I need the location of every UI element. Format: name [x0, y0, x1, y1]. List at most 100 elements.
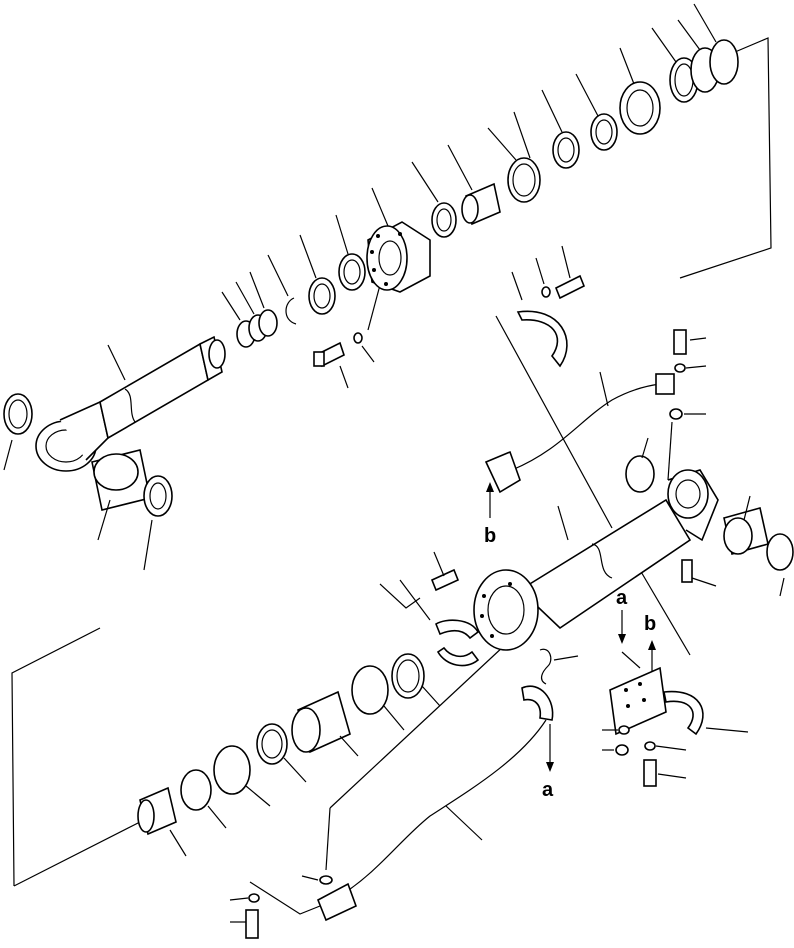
clamp-guide-line — [495, 315, 613, 529]
leader-bracket-clamp — [705, 727, 749, 733]
head-o-ring-inner — [436, 208, 452, 232]
lower-hose-assembly: a — [229, 648, 579, 939]
piston-ring-1 — [552, 131, 580, 169]
hose-fitting-left — [484, 450, 521, 494]
bracket-clamp — [663, 690, 704, 736]
hose-fitting-right — [655, 373, 675, 395]
leader-lower-clamp-2 — [399, 579, 431, 621]
fitting-washer — [674, 363, 686, 373]
bearing-ring — [308, 277, 336, 315]
leader-cylinder-tube — [557, 505, 569, 541]
hose-bracket-plate — [609, 666, 667, 736]
piston-rod-assembly — [3, 335, 226, 571]
bracket-hole-4 — [642, 698, 646, 702]
rod-seal — [338, 253, 366, 291]
bracket-nut — [615, 744, 629, 756]
lower-bushing-face — [137, 799, 155, 833]
frame-line-lower-left — [11, 627, 101, 887]
lower-hose-fitting — [316, 882, 358, 922]
backup-ring-1-inner — [512, 163, 536, 197]
leader-lower-piston — [339, 735, 359, 757]
leader-snap-ring — [267, 254, 289, 297]
head-washer — [353, 332, 363, 344]
leader-fitting-bolt — [689, 337, 707, 341]
frame-line-upper-right — [679, 37, 772, 279]
clamp-washer — [541, 286, 551, 298]
fitting-guide-line — [667, 421, 673, 481]
upper-clamp-set — [511, 245, 586, 368]
leader-dust-seal-left — [3, 439, 13, 471]
grease-fitting — [681, 559, 693, 583]
bracket-washer-1 — [618, 725, 630, 735]
bracket-bolt — [643, 759, 657, 787]
leader-fitting-washer — [685, 365, 707, 369]
upper-clamp — [516, 310, 568, 368]
leader-ring-3 — [249, 271, 265, 309]
piston-seal-ring-b — [351, 665, 389, 715]
rod-bushing-seal — [143, 475, 173, 517]
piston-ring-1-inner — [557, 137, 575, 163]
rod-bushing-face — [93, 453, 139, 491]
frame-line-lower-left-base — [13, 821, 141, 887]
ref-label-b-upper: b — [484, 525, 496, 547]
tube-clevis-bore — [675, 479, 701, 509]
ref-arrow-a-upper-head — [618, 634, 626, 644]
leader-rod — [107, 344, 126, 381]
hose-bracket-assembly: a b — [602, 587, 749, 787]
ref-arrow-a-lower-head — [546, 762, 554, 772]
leader-lower-o-ring — [207, 805, 227, 829]
bracket-hole-1 — [624, 688, 628, 692]
leader-bracket-washer-2 — [655, 745, 687, 751]
lower-o-ring — [180, 769, 212, 811]
leader-wear-ring — [575, 73, 599, 117]
lower-fitting-o-ring — [319, 875, 333, 885]
ref-arrow-b-lower-head — [648, 640, 656, 650]
piston-rod-body — [99, 342, 209, 440]
head-seal-rings — [411, 3, 739, 238]
lower-piston-ring-inner — [261, 729, 283, 759]
cylinder-head — [366, 187, 431, 293]
lower-wear-ring — [213, 745, 251, 795]
tube-bushing-face — [723, 517, 753, 555]
leader-backup-ring-2 — [513, 111, 531, 159]
hose-clip — [539, 648, 552, 685]
lower-fitting-washer — [248, 893, 260, 903]
hose-elbow-fitting — [521, 685, 554, 721]
rod-seal-inner — [343, 259, 361, 285]
leader-head-bushing — [447, 144, 473, 191]
wear-ring — [590, 113, 618, 151]
leader-lower-bushing — [169, 829, 187, 857]
rod-seal-rings — [221, 214, 366, 348]
leader-lower-wear-ring — [245, 785, 271, 807]
clamp-half-upper — [435, 619, 480, 640]
rod-bushing-seal-inner — [149, 482, 167, 510]
leader-head-o-ring — [411, 161, 439, 203]
piston — [619, 81, 661, 135]
ref-arrow-b-upper-head — [486, 482, 494, 492]
rod-end-collar — [208, 339, 226, 369]
piston-bore — [626, 89, 654, 127]
head-o-ring — [431, 202, 457, 238]
leader-piston-ring-1 — [541, 89, 563, 133]
leader-lower-hose — [445, 805, 483, 841]
bracket-guide-line — [639, 569, 691, 656]
leader-rod-bushing — [97, 499, 111, 541]
leader-head-bolt — [339, 365, 349, 389]
wear-ring-inner — [595, 119, 613, 145]
head-bolt-hole-1 — [376, 234, 380, 238]
leader-grease-fitting — [691, 577, 717, 587]
tube-bolt-hole-1 — [482, 594, 486, 598]
leader-cylinder-head — [371, 187, 389, 227]
leader-clamp-washer — [535, 257, 545, 285]
leader-piston-seal-ring-b — [383, 705, 405, 731]
tube-bolt-hole-4 — [508, 582, 512, 586]
upper-hose-assembly: b — [484, 329, 707, 547]
bearing-ring-inner — [313, 283, 331, 309]
upper-hose — [511, 383, 661, 471]
tube-guide-line-b — [325, 807, 331, 871]
cylinder-tube-body — [518, 498, 692, 630]
leader-backup-ring-1 — [487, 127, 517, 161]
lower-fitting-bolt — [245, 909, 259, 939]
piston-seal-3 — [709, 39, 739, 85]
